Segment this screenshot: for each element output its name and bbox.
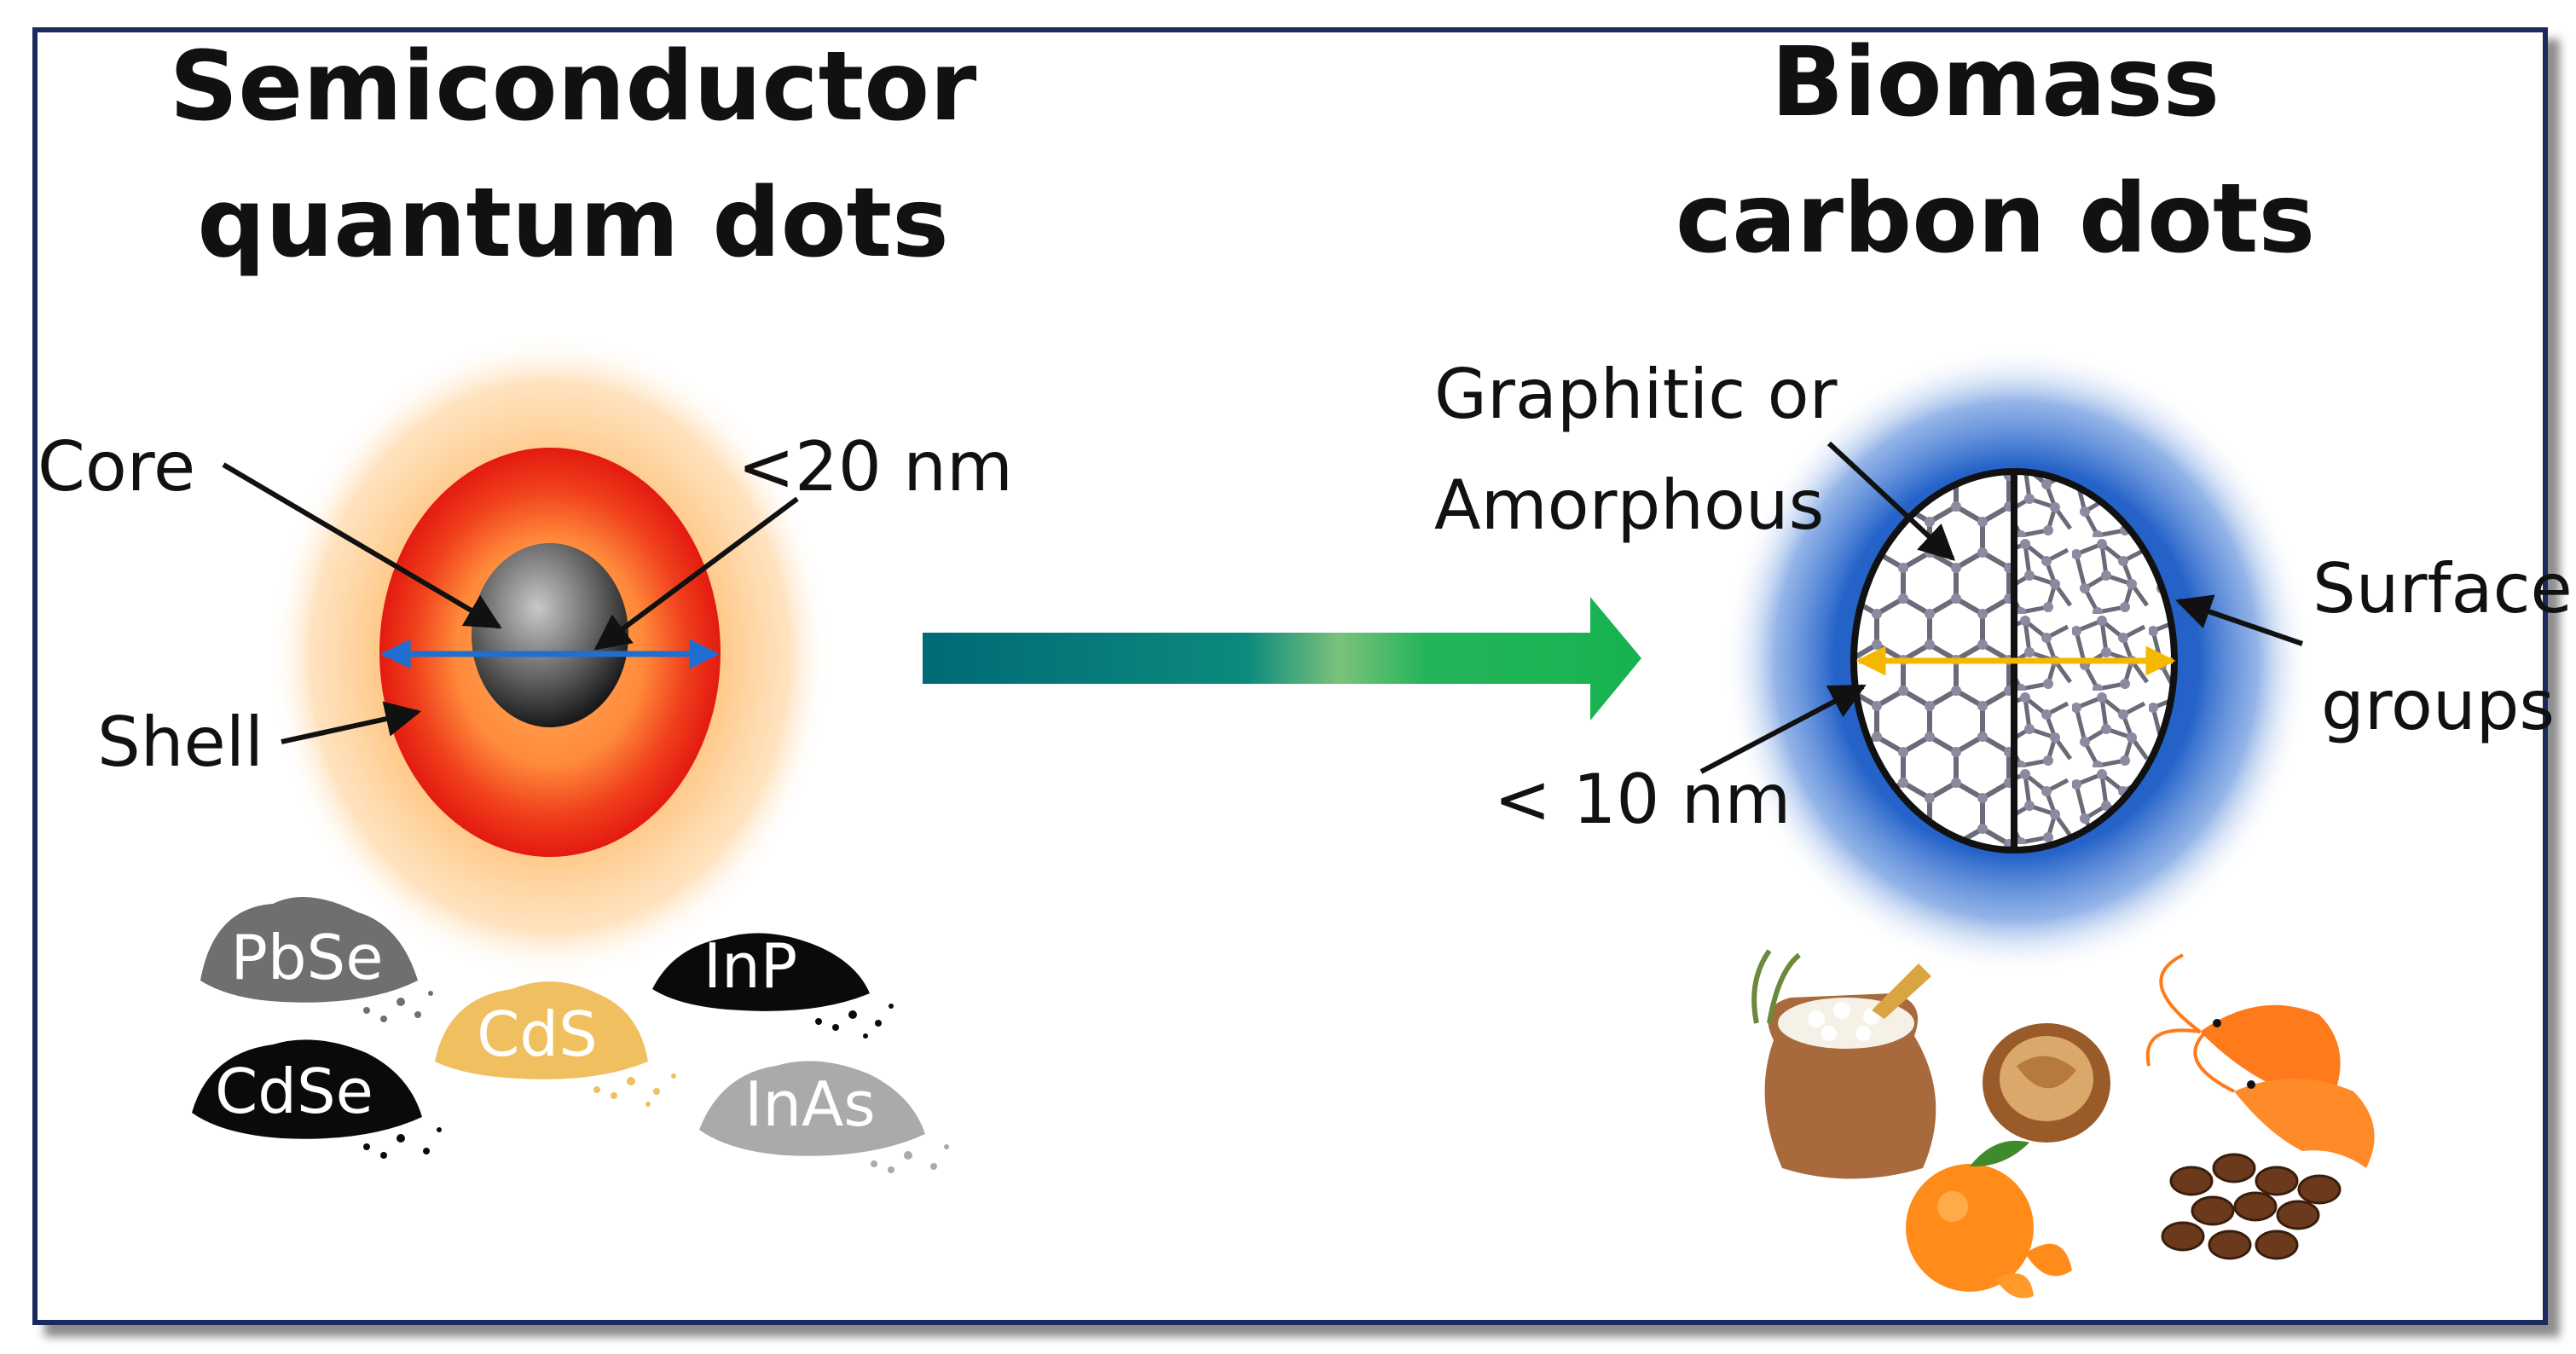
cd-size-pointer-arrow <box>1699 684 1867 774</box>
shell-label: Shell <box>97 703 263 782</box>
powder-pbse: PbSe <box>200 897 433 1022</box>
powder-cdse: CdSe <box>192 1039 442 1159</box>
walnut-icon <box>1983 1023 2110 1143</box>
carbon-dot-illustration <box>1722 345 2311 976</box>
shrimp-icon <box>2145 953 2375 1168</box>
powder-cds-label: CdS <box>477 998 598 1070</box>
structure-label-line2: Amorphous <box>1434 466 1824 545</box>
structure-pointer-arrow <box>1826 441 1956 561</box>
surface-label-line2: groups <box>2321 666 2555 745</box>
cd-size-label: < 10 nm <box>1494 760 1791 839</box>
orange-icon <box>1906 1140 2072 1299</box>
right-title-line2: carbon dots <box>1676 164 2315 275</box>
structure-label-line1: Graphitic or <box>1434 355 1838 434</box>
powder-inas-pile <box>699 1061 925 1156</box>
powder-cdse-pile <box>192 1039 422 1139</box>
powder-inp-pile <box>652 933 870 1011</box>
powder-pbse-label: PbSe <box>230 922 383 993</box>
powder-inp-label: InP <box>703 930 797 1002</box>
powder-cds-pile <box>435 981 648 1079</box>
quantum-dot-illustration <box>269 333 831 981</box>
size-pointer-arrow <box>593 496 799 651</box>
powder-cdse-label: CdSe <box>215 1056 373 1127</box>
transition-arrow <box>923 597 1641 720</box>
surface-label-line1: Surface <box>2313 549 2573 628</box>
powder-cds: CdS <box>435 981 676 1107</box>
powder-inas-label: InAs <box>744 1068 876 1140</box>
left-title-line1: Semiconductor <box>170 32 977 142</box>
powder-pbse-pile <box>200 897 418 1003</box>
coffee-beans-icon <box>2161 1153 2342 1260</box>
qd-core <box>472 543 628 727</box>
powder-inas: InAs <box>699 1061 949 1173</box>
powder-inp: InP <box>652 930 894 1039</box>
core-pointer-arrow <box>222 462 502 629</box>
surface-pointer-arrow <box>2175 594 2303 646</box>
qd-size-label: <20 nm <box>738 427 1013 506</box>
core-label: Core <box>38 427 195 506</box>
rice-sack-icon <box>1751 949 1936 1179</box>
right-title-line1: Biomass <box>1771 27 2220 138</box>
shell-pointer-arrow <box>281 701 422 744</box>
left-title-line2: quantum dots <box>197 168 949 279</box>
